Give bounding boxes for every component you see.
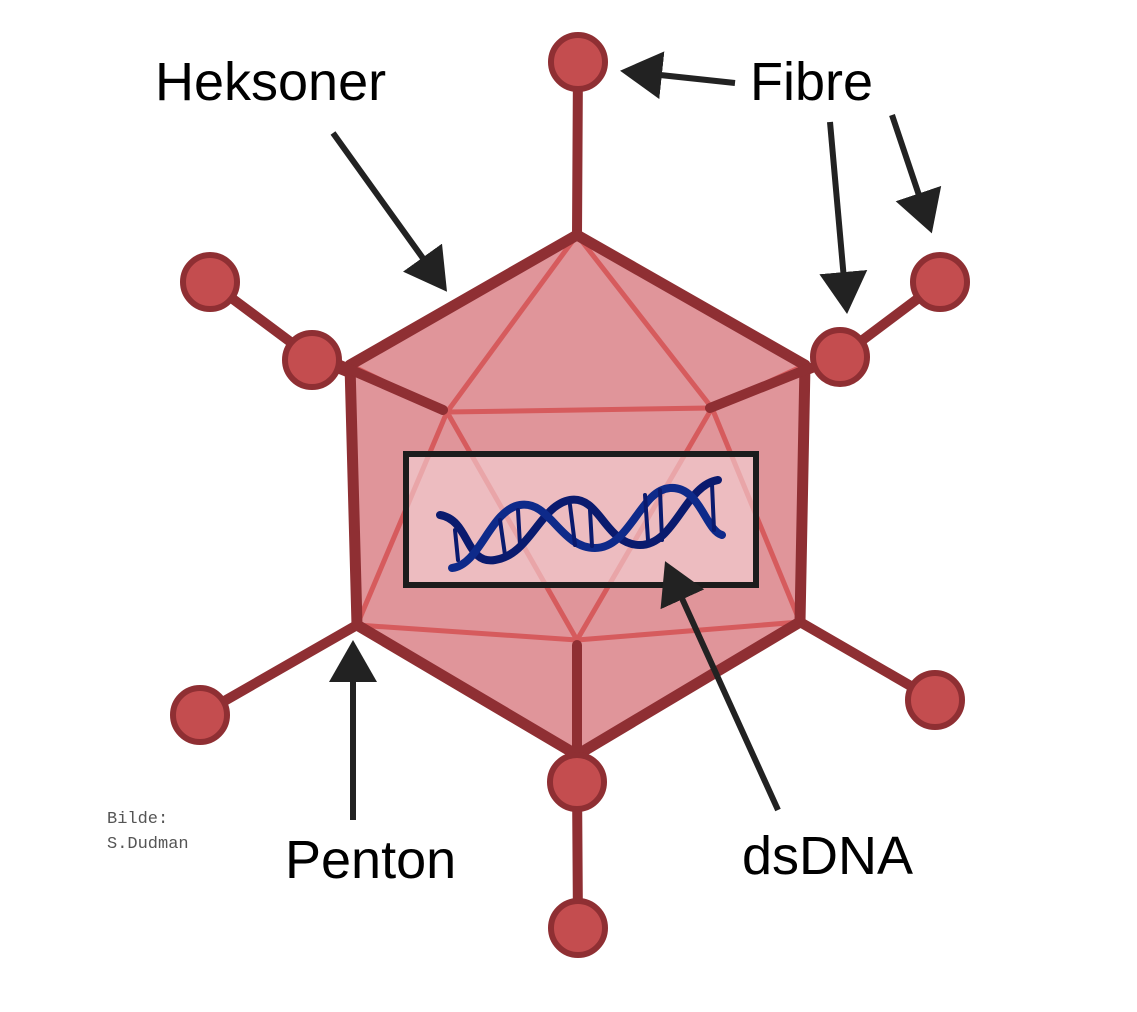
credit-line-1: Bilde:	[107, 810, 168, 829]
dna-helix-icon	[436, 476, 726, 572]
arrow-hexons	[330, 131, 447, 292]
fibre-knob	[905, 670, 965, 730]
arrows	[329, 51, 942, 820]
arrow-dsdna	[660, 561, 781, 812]
fibre-knob	[548, 898, 608, 958]
arrow-fibre-mid	[819, 121, 868, 314]
fibre-knob	[810, 327, 870, 387]
fibre-knob	[180, 252, 240, 312]
label-hexons: Heksoner	[155, 52, 386, 112]
fibre-knobs	[170, 32, 970, 958]
fibre-knob	[910, 252, 970, 312]
arrow-fibre-top	[620, 51, 736, 100]
dsdna-box	[403, 451, 759, 588]
fibre-knob	[548, 32, 608, 92]
label-fibres: Fibre	[750, 52, 873, 112]
arrow-fibre-right	[889, 114, 942, 234]
fibre-knob	[547, 752, 607, 812]
fibre-knob	[282, 330, 342, 390]
label-penton: Penton	[285, 830, 456, 890]
fibre-knob	[170, 685, 230, 745]
label-dsdna: dsDNA	[742, 826, 913, 886]
credit-line-2: S.Dudman	[107, 835, 189, 854]
